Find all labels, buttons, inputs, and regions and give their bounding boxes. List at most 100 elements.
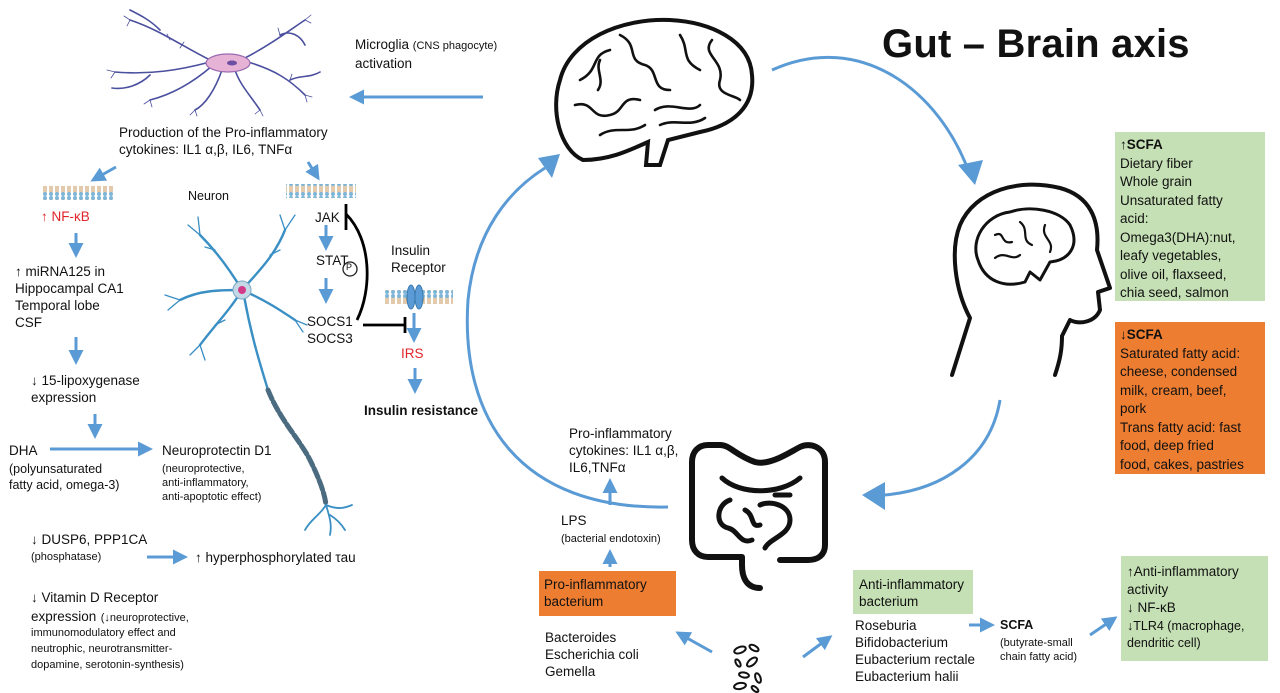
scfa-down-heading: SCFA bbox=[1126, 327, 1163, 342]
scfa-down-line: food, deep fried bbox=[1120, 438, 1214, 453]
microglia-activation-label: Microglia (CNS phagocyte) activation bbox=[355, 36, 505, 72]
lps-sub: (bacterial endotoxin) bbox=[561, 533, 661, 545]
phosphate-circle-icon bbox=[342, 261, 358, 277]
npd1-sub-line: anti-apoptotic effect) bbox=[162, 491, 262, 503]
vdr-sub-line: immunomodulatory effect and bbox=[31, 627, 176, 639]
pro-box-line: Pro-inflammatory bbox=[544, 577, 647, 592]
dha-sub: (polyunsaturated fatty acid, omega-3) bbox=[9, 461, 119, 493]
scfa-decrease-box: ↓SCFA Saturated fatty acid: cheese, cond… bbox=[1115, 322, 1265, 474]
scfa-down-line: milk, cream, beef, bbox=[1120, 382, 1227, 398]
irs-label: IRS bbox=[401, 346, 424, 361]
mirna-line: ↑ miRNA125 in bbox=[15, 264, 106, 279]
species-item: Gemella bbox=[545, 664, 596, 679]
effect-line: dendritic cell) bbox=[1127, 636, 1201, 650]
mirna-line: Temporal lobe bbox=[15, 298, 100, 313]
arrow-to-nfkb-membrane bbox=[90, 165, 117, 182]
cycle-arrow-head-to-gut bbox=[884, 399, 1002, 497]
scfa-up-line: leafy vegetables, bbox=[1120, 248, 1222, 263]
scfa-down-line: Trans fatty acid: fast bbox=[1120, 419, 1242, 435]
anti-box-line: bacterium bbox=[859, 594, 919, 609]
anti-inflammatory-effects-box: ↑Anti-inflammatory activity ↓ NF-κB ↓TLR… bbox=[1121, 556, 1268, 661]
mirna-line: CSF bbox=[15, 315, 42, 330]
intestine-icon bbox=[689, 442, 828, 591]
npd1-sub-line: anti-inflammatory, bbox=[162, 477, 249, 489]
mirna-line: Hippocampal CA1 bbox=[15, 281, 124, 296]
nfkb-up-label: ↑ NF-κB bbox=[41, 209, 90, 224]
jak-label: JAK bbox=[315, 210, 340, 225]
neuroprotectin-label: Neuroprotectin D1 bbox=[162, 443, 272, 458]
scfa-down-arrow: ↓ bbox=[1120, 327, 1127, 342]
species-item: Eubacterium rectale bbox=[855, 652, 976, 667]
brain-outline-icon bbox=[554, 17, 755, 167]
mirna-block: ↑ miRNA125 in Hippocampal CA1 Temporal l… bbox=[15, 263, 124, 331]
socs-block: SOCS1 SOCS3 bbox=[307, 313, 353, 347]
lipoxygenase-line: ↓ 15-lipoxygenase bbox=[31, 373, 140, 388]
socs-feedback-inhibition bbox=[345, 213, 369, 321]
socs1-label: SOCS1 bbox=[307, 314, 353, 329]
gut-brain-cycle bbox=[465, 55, 1002, 510]
cytokine-production-label: Production of the Pro-inflammatory cytok… bbox=[119, 124, 328, 158]
scfa-up-heading: SCFA bbox=[1126, 137, 1163, 152]
phosphatase-label: (phosphatase) bbox=[31, 551, 102, 563]
cycle-arrowhead-gut bbox=[862, 482, 885, 510]
neuroprotectin-sub: (neuroprotective, anti-inflammatory, ant… bbox=[162, 462, 261, 504]
scfa-down-line: food, cakes, pastries bbox=[1120, 456, 1244, 472]
effect-line: ↑Anti-inflammatory bbox=[1127, 564, 1239, 579]
scfa-increase-box: ↑SCFA Dietary fiber Whole grain Unsatura… bbox=[1115, 132, 1265, 301]
arrow-bacteria-to-anti bbox=[802, 635, 833, 659]
effect-line: ↓ NF-κB bbox=[1127, 600, 1176, 615]
arrow-to-jak-membrane bbox=[305, 161, 320, 181]
insulin-receptor-icon bbox=[383, 284, 453, 310]
species-item: Escherichia coli bbox=[545, 647, 639, 662]
scfa-up-arrow: ↑ bbox=[1120, 137, 1127, 152]
scfa-sub-line: (butyrate-small bbox=[1000, 637, 1073, 649]
scfa-sub-line: chain fatty acid) bbox=[1000, 651, 1078, 663]
vdr-sub-line: dopamine, serotonin-synthesis) bbox=[31, 659, 184, 671]
scfa-down-line: cheese, condensed bbox=[1120, 364, 1238, 379]
npd1-sub-line: (neuroprotective, bbox=[162, 463, 245, 475]
scfa-down-line: Saturated fatty acid: bbox=[1120, 345, 1241, 361]
pro-box-line: bacterium bbox=[544, 594, 604, 609]
tau-label: ↑ hyperphosphorylated τau bbox=[195, 550, 356, 565]
arrow-bacteria-to-pro bbox=[675, 631, 713, 654]
microglia-label-tail: activation bbox=[355, 56, 413, 71]
vdr-label: ↓ Vitamin D Receptor bbox=[31, 590, 159, 605]
scfa-up-line: chia seed, salmon bbox=[1120, 285, 1229, 300]
lipoxygenase-block: ↓ 15-lipoxygenase expression bbox=[31, 372, 140, 406]
dha-sub-line: fatty acid, omega-3) bbox=[9, 478, 120, 492]
bacteria-cluster-icon bbox=[733, 643, 762, 693]
insulin-receptor-line: Insulin bbox=[391, 243, 431, 258]
arrow-scfa-to-effects bbox=[1089, 616, 1118, 637]
gut-cytokines-block: Pro-inflammatory cytokines: IL1 α,β, IL6… bbox=[569, 425, 678, 476]
cycle-arrowhead-brain bbox=[538, 154, 560, 178]
species-item: Bifidobacterium bbox=[855, 635, 949, 650]
insulin-receptor-line: Receptor bbox=[391, 260, 446, 275]
vdr-sub: expression (↓neuroprotective, immunomodu… bbox=[31, 608, 189, 673]
species-item: Roseburia bbox=[855, 618, 917, 633]
lps-label: LPS bbox=[561, 513, 587, 528]
scfa-output-sub: (butyrate-small chain fatty acid) bbox=[1000, 636, 1077, 664]
head-profile-brain-icon bbox=[950, 182, 1112, 377]
pro-bacteria-species: Bacteroides Escherichia coli Gemella bbox=[545, 629, 639, 680]
anti-bacteria-species: Roseburia Bifidobacterium Eubacterium re… bbox=[855, 617, 975, 685]
stat-label: STAT bbox=[316, 253, 349, 268]
microglia-label-main: Microglia bbox=[355, 37, 410, 52]
microglia-cell-icon bbox=[106, 9, 321, 117]
pathway-arrows bbox=[50, 89, 1118, 659]
anti-box-line: Anti-inflammatory bbox=[859, 577, 965, 592]
dha-label: DHA bbox=[9, 443, 38, 458]
effect-line: activity bbox=[1127, 582, 1169, 597]
gut-cytokine-line: cytokines: IL1 α,β, bbox=[569, 443, 679, 458]
insulin-receptor-label: Insulin Receptor bbox=[391, 242, 446, 276]
inhibition-lines bbox=[344, 204, 407, 333]
effect-line: ↓TLR4 (macrophage, bbox=[1127, 619, 1245, 633]
scfa-up-line: Dietary fiber bbox=[1120, 155, 1193, 171]
scfa-up-line: Omega3(DHA):nut, bbox=[1120, 229, 1236, 245]
cytokine-line-1: Production of the Pro-inflammatory bbox=[119, 125, 328, 140]
scfa-up-line: acid: bbox=[1120, 211, 1149, 226]
scfa-up-line: olive oil, flaxseed, bbox=[1120, 266, 1227, 282]
neuron-label: Neuron bbox=[188, 189, 229, 203]
scfa-down-line: pork bbox=[1120, 401, 1147, 416]
lipoxygenase-line: expression bbox=[31, 390, 97, 405]
cell-membrane-icon bbox=[43, 186, 113, 200]
